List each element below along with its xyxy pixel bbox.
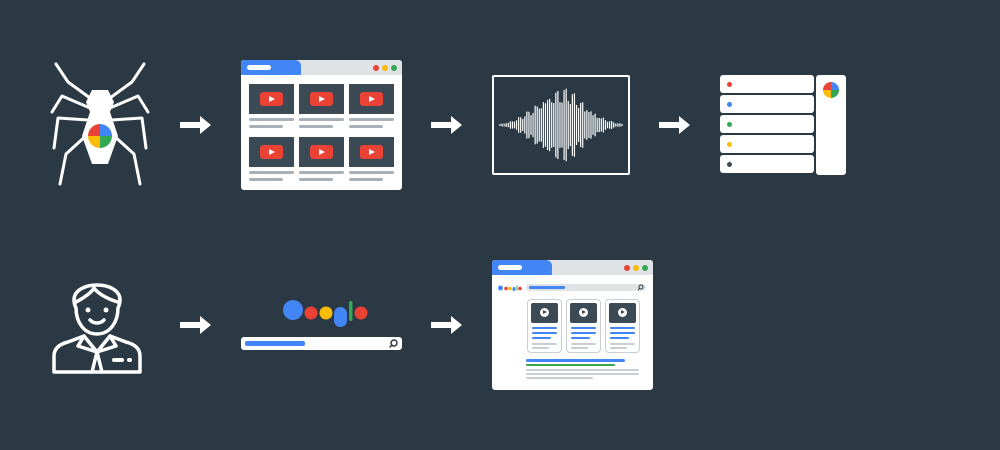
- video-thumbnail: [349, 84, 394, 114]
- play-icon: [260, 145, 283, 159]
- play-icon: [310, 145, 333, 159]
- play-icon: [360, 92, 383, 106]
- search-icon: [637, 284, 644, 291]
- arrow-icon: [659, 116, 690, 134]
- video-browser-icon: [241, 60, 402, 190]
- search-results-browser-icon: [492, 260, 653, 390]
- list-row: [720, 155, 814, 173]
- play-icon: [579, 308, 588, 317]
- search-icon: [389, 339, 398, 348]
- user-icon: [52, 283, 142, 374]
- play-icon: [360, 145, 383, 159]
- spider-icon: [50, 62, 150, 186]
- play-icon: [260, 92, 283, 106]
- search-bar: [526, 284, 646, 291]
- arrow-icon: [431, 316, 462, 334]
- google-search-icon: [241, 296, 402, 352]
- google-photos-icon: [823, 82, 839, 98]
- arrow-icon: [180, 316, 211, 334]
- video-thumbnail: [299, 84, 344, 114]
- audio-waveform-icon: [492, 75, 630, 175]
- play-icon: [540, 308, 549, 317]
- video-result-card: [566, 299, 601, 353]
- video-thumbnail: [299, 137, 344, 167]
- play-icon: [618, 308, 627, 317]
- video-result-card: [527, 299, 562, 353]
- list-row: [720, 75, 814, 93]
- play-icon: [310, 92, 333, 106]
- video-thumbnail: [249, 84, 294, 114]
- arrow-icon: [431, 116, 462, 134]
- arrow-icon: [180, 116, 211, 134]
- google-dots-logo: [283, 300, 368, 327]
- data-list-icon: [720, 75, 846, 175]
- video-result-card: [605, 299, 640, 353]
- search-bar: [241, 337, 402, 350]
- video-thumbnail: [349, 137, 394, 167]
- video-thumbnail: [249, 137, 294, 167]
- list-row: [720, 135, 814, 153]
- list-row: [720, 95, 814, 113]
- google-dots-logo: [498, 285, 522, 291]
- list-row: [720, 115, 814, 133]
